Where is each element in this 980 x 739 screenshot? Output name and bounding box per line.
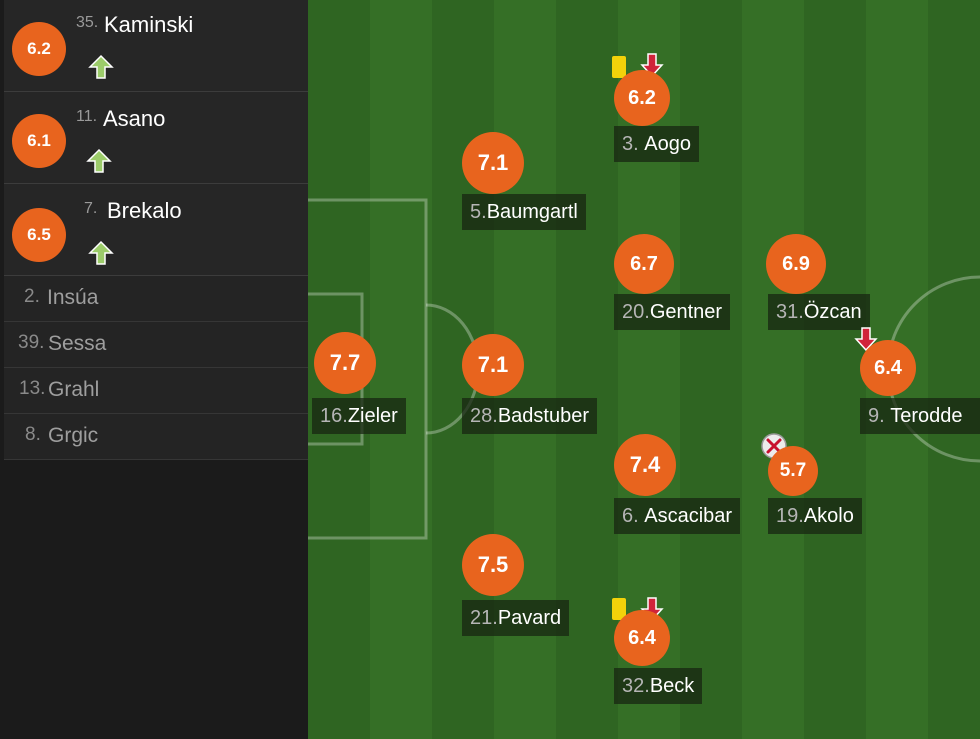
player-number: 3. (622, 132, 639, 155)
rating-badge: 6.1 (12, 114, 66, 168)
player-number: 20. (622, 300, 650, 323)
substitute-row[interactable]: 6.1 11. Asano (4, 92, 308, 184)
sub-in-arrow-icon (88, 54, 114, 79)
rating-badge: 6.5 (12, 208, 66, 262)
bench-row[interactable]: 13. Grahl (4, 368, 308, 414)
player-label: 9. Terodde (860, 398, 980, 434)
player-number: 35. (76, 14, 99, 31)
player-number: 21. (470, 606, 498, 629)
player-name: Brekalo (107, 198, 182, 223)
rating-badge: 6.4 (860, 340, 916, 396)
player-name: Insúa (47, 286, 99, 309)
player-name: Gentner (649, 300, 723, 323)
player-number: 31. (776, 300, 804, 323)
rating-badge: 7.1 (462, 334, 524, 396)
player-label: 5.Baumgartl (462, 194, 586, 230)
player-number: 39. (18, 332, 45, 353)
player-label: 16.Zieler (312, 398, 406, 434)
rating-badge: 7.7 (314, 332, 376, 394)
player-name: Kaminski (104, 12, 194, 37)
player-label: 28.Badstuber (462, 398, 597, 434)
pitch: 7.7 16.Zieler 7.1 5.Baumgartl 7.1 28.Bad… (308, 0, 980, 739)
rating-badge: 6.2 (12, 22, 66, 76)
rating-badge: 6.2 (614, 70, 670, 126)
sub-in-arrow-icon (86, 148, 112, 173)
player-number: 2. (24, 286, 40, 307)
player-label: 20.Gentner (614, 294, 731, 330)
player-name: Zieler (347, 404, 398, 427)
yellow-card-icon (612, 56, 626, 78)
player-number: 13. (19, 378, 46, 399)
player-number: 9. (868, 404, 885, 427)
player-label: 32.Beck (614, 668, 703, 704)
player-label: 31.Özcan (768, 294, 870, 330)
player-number: 16. (320, 404, 348, 427)
player-label: 6. Ascacibar (614, 498, 741, 534)
player-name: Aogo (644, 132, 691, 155)
rating-badge: 7.1 (462, 132, 524, 194)
player-number: 19. (776, 504, 804, 527)
player-name: Akolo (803, 504, 854, 527)
player-label: 3. Aogo (614, 126, 699, 162)
player-name: Badstuber (497, 404, 589, 427)
player-number: 32. (622, 674, 650, 697)
player-name: Özcan (803, 300, 862, 323)
yellow-card-icon (612, 598, 626, 620)
player-number: 11. (76, 108, 98, 125)
player-name: Pavard (497, 606, 562, 629)
rating-badge: 6.4 (614, 610, 670, 666)
bench-row[interactable]: 8. Grgic (4, 414, 308, 460)
player-number: 6. (622, 504, 639, 527)
rating-badge: 7.5 (462, 534, 524, 596)
bench-row[interactable]: 39. Sessa (4, 322, 308, 368)
player-name: Baumgartl (486, 200, 578, 223)
player-name: Grgic (48, 424, 99, 447)
player-label: 19.Akolo (768, 498, 862, 534)
player-number: 7. (84, 200, 98, 217)
player-name: Beck (649, 674, 695, 697)
substitute-row[interactable]: 6.2 35. Kaminski (4, 0, 308, 92)
rating-badge: 6.9 (766, 234, 826, 294)
player-label: 21.Pavard (462, 600, 570, 636)
bench-row[interactable]: 2. Insúa (4, 276, 308, 322)
player-number: 5. (470, 200, 487, 223)
player-number: 8. (25, 424, 41, 445)
player-name: Terodde (890, 404, 963, 427)
rating-badge: 7.4 (614, 434, 676, 496)
rating-badge: 6.7 (614, 234, 674, 294)
player-name: Ascacibar (644, 504, 733, 527)
player-name: Asano (103, 106, 166, 131)
substitutes-panel: 6.2 35. Kaminski 6.1 11. Asano 6.5 7. Br… (0, 0, 308, 739)
sub-in-arrow-icon (88, 240, 114, 265)
player-name: Grahl (48, 378, 100, 401)
player-name: Sessa (48, 332, 107, 355)
player-number: 28. (470, 404, 498, 427)
rating-badge: 5.7 (768, 446, 818, 496)
substitute-row[interactable]: 6.5 7. Brekalo (4, 184, 308, 276)
